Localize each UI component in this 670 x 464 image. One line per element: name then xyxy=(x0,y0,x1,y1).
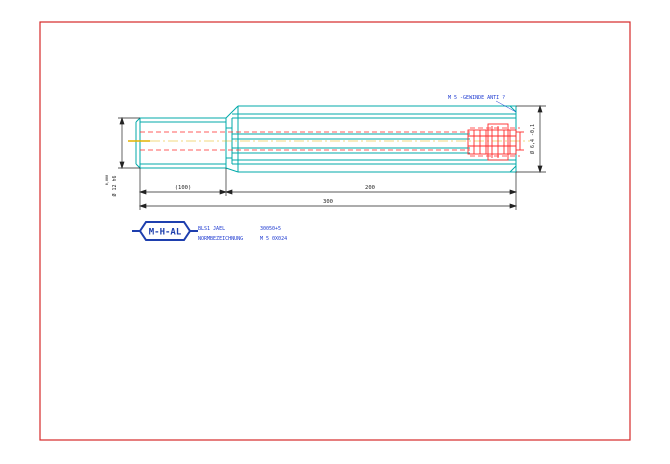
thread-detail xyxy=(467,123,524,161)
dim-shank-length: (100) xyxy=(175,185,192,191)
dimension-lines xyxy=(118,104,546,210)
title-row1-left: BLS1 JAEL xyxy=(198,226,225,232)
logo-text: M-H-AL xyxy=(149,228,182,238)
sheet-frame xyxy=(39,21,631,441)
part-outline xyxy=(135,105,517,173)
company-logo: M-H-AL xyxy=(132,221,198,241)
title-row1-right: 30050+5 xyxy=(260,226,281,232)
thread-label: M 5 -GEWINDE ANTI ? xyxy=(448,95,505,101)
hidden-bore-lines xyxy=(140,127,520,157)
dim-right-diameter: Ø 6,4 -0,1 xyxy=(529,124,536,154)
dim-body-length: 200 xyxy=(365,185,375,191)
title-row2-left: NORMBEZEICHNUNG xyxy=(198,236,243,242)
dim-left-tolerance: 0,000 xyxy=(105,175,109,186)
title-row2-right: M 5 0X024 xyxy=(260,236,287,242)
thread-leader xyxy=(495,100,517,113)
shank-outline xyxy=(139,117,227,169)
dim-overall-length: 300 xyxy=(323,199,333,205)
dim-left-diameter: Ø 12 h6 xyxy=(111,175,118,196)
